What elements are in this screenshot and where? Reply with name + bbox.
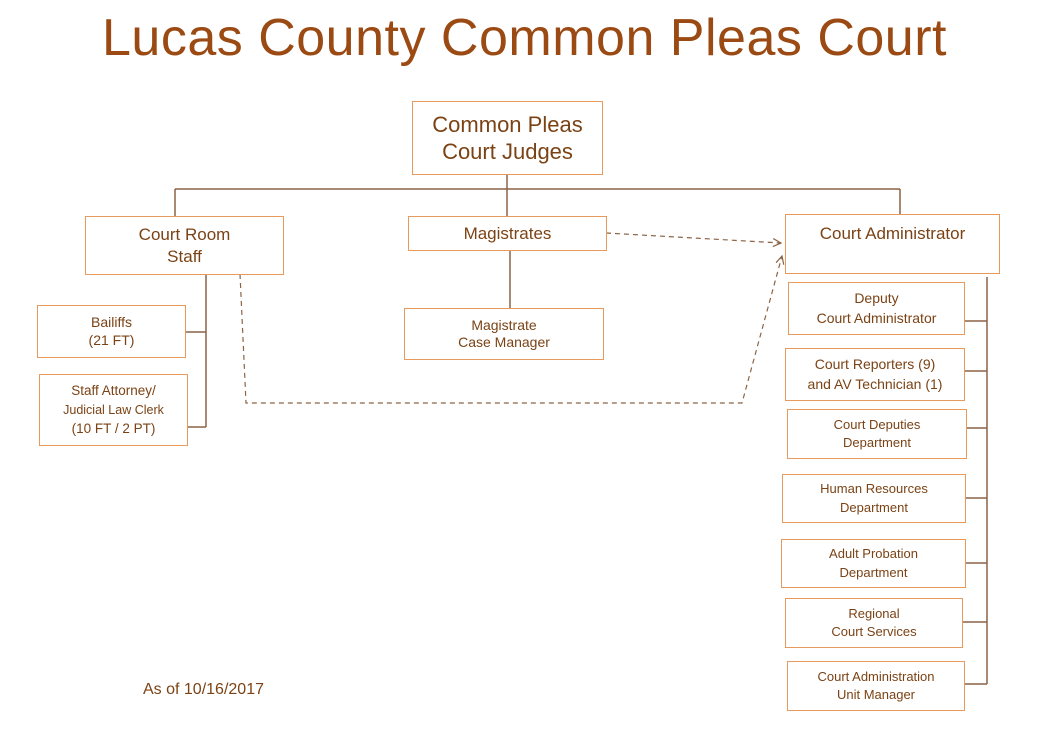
node-label: Human Resources — [820, 481, 928, 497]
node-magistrate-case-manager: Magistrate Case Manager — [404, 308, 604, 360]
node-label: Common Pleas — [432, 111, 583, 137]
node-label: Unit Manager — [836, 687, 916, 702]
node-label: Court Administrator — [819, 224, 966, 243]
node-label: Department — [843, 435, 911, 450]
node-label: (10 FT / 2 PT) — [71, 421, 156, 437]
node-court-deputies: Court Deputies Department — [787, 409, 967, 459]
node-label: Adult Probation — [829, 546, 918, 562]
node-label: (21 FT) — [88, 331, 135, 348]
node-label: Court Services — [831, 624, 917, 639]
as-of-date: As of 10/16/2017 — [143, 681, 264, 698]
node-label: Court Room — [138, 225, 231, 245]
node-label: and AV Technician (1) — [807, 375, 943, 392]
node-label: Court Reporters (9) — [814, 355, 936, 372]
node-label: Magistrate — [471, 316, 537, 333]
dashed-magistrates-to-admin — [605, 232, 781, 243]
node-staff-attorney: Staff Attorney/ Judicial Law Clerk (10 F… — [39, 374, 188, 446]
node-judges: Common Pleas Court Judges — [412, 101, 603, 175]
node-court-reporters: Court Reporters (9) and AV Technician (1… — [785, 348, 965, 401]
node-court-room-staff: Court Room Staff — [85, 216, 284, 275]
node-court-administrator: Court Administrator — [785, 214, 1000, 274]
admin-connector — [962, 277, 988, 685]
node-label: Staff Attorney/ — [71, 383, 156, 399]
node-label: Judicial Law Clerk — [63, 402, 164, 417]
node-label: Staff — [167, 246, 202, 266]
judges-connector — [174, 174, 901, 216]
node-label: Deputy — [854, 289, 899, 306]
dashed-courtroom-to-admin — [239, 256, 782, 404]
node-adult-probation: Adult Probation Department — [781, 539, 966, 588]
node-label: Court Administrator — [816, 309, 937, 326]
node-label: Regional — [848, 605, 900, 621]
court-room-connector — [185, 274, 207, 428]
node-label: Case Manager — [458, 334, 550, 350]
node-label: Bailiffs — [91, 314, 132, 330]
node-label: Court Administration — [817, 668, 935, 684]
node-bailiffs: Bailiffs (21 FT) — [37, 305, 186, 358]
node-unit-manager: Court Administration Unit Manager — [787, 661, 965, 711]
node-regional-court-services: Regional Court Services — [785, 598, 963, 648]
node-label: Court Judges — [442, 139, 573, 164]
chart-title: Lucas County Common Pleas Court — [102, 9, 947, 67]
node-label: Magistrates — [463, 223, 552, 243]
node-human-resources: Human Resources Department — [782, 474, 966, 523]
node-label: Department — [840, 499, 908, 515]
node-deputy-court-administrator: Deputy Court Administrator — [788, 282, 965, 335]
node-label: Court Deputies — [833, 416, 921, 432]
node-label: Department — [839, 564, 908, 580]
node-magistrates: Magistrates — [408, 216, 607, 251]
